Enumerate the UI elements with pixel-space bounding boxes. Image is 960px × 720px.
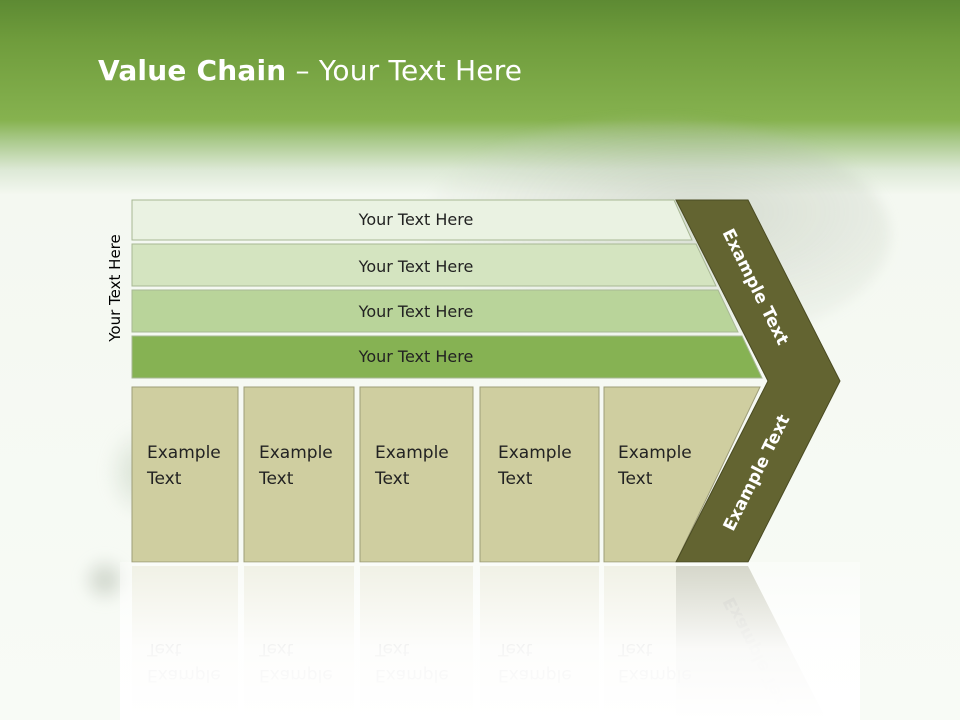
box-3 bbox=[359, 386, 474, 563]
box-1-line1: Example bbox=[147, 443, 221, 463]
bar-1 bbox=[131, 199, 693, 241]
box-3-line2: Text bbox=[374, 469, 410, 489]
bar-1-label: Your Text Here bbox=[358, 210, 474, 229]
box-2-line2: Text bbox=[258, 469, 294, 489]
box-4-line2: Text bbox=[497, 469, 533, 489]
box-4 bbox=[479, 386, 600, 563]
reflection-fade bbox=[120, 562, 860, 720]
bar-3-label: Your Text Here bbox=[358, 302, 474, 321]
page-title: Value Chain – Your Text Here bbox=[98, 54, 522, 87]
box-2-line1: Example bbox=[259, 443, 333, 463]
bar-4-label: Your Text Here bbox=[358, 347, 474, 366]
bar-3 bbox=[131, 289, 739, 333]
box-4-line1: Example bbox=[498, 443, 572, 463]
boxes-group: Example Text Example Text Example Text E… bbox=[131, 386, 761, 563]
box-5-line2: Text bbox=[617, 469, 653, 489]
box-5-line1: Example bbox=[618, 443, 692, 463]
bar-4 bbox=[131, 335, 763, 379]
title-rest: – Your Text Here bbox=[286, 54, 523, 87]
box-1 bbox=[131, 386, 239, 563]
bars-group: Your Text Here Your Text Here Your Text … bbox=[131, 199, 763, 379]
box-1-line2: Text bbox=[146, 469, 182, 489]
title-bold: Value Chain bbox=[98, 54, 287, 87]
bar-2 bbox=[131, 243, 717, 287]
box-2 bbox=[243, 386, 355, 563]
bar-2-label: Your Text Here bbox=[358, 257, 474, 276]
box-3-line1: Example bbox=[375, 443, 449, 463]
